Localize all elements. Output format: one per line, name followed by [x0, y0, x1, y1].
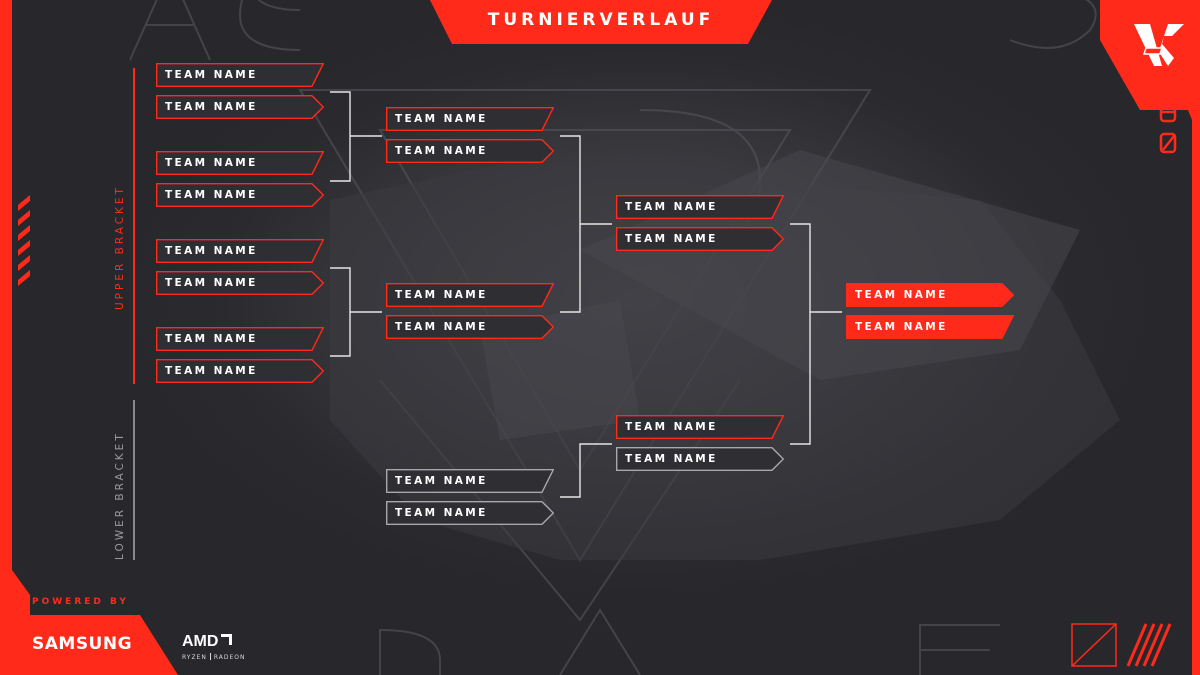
team-slot: TEAM NAME	[616, 415, 786, 439]
ryzen-text: RYZEN	[182, 654, 207, 661]
team-name: TEAM NAME	[625, 201, 718, 213]
samsung-panel	[0, 615, 178, 675]
team-slot-frame	[156, 359, 324, 383]
team-name: TEAM NAME	[395, 507, 488, 519]
team-name: TEAM NAME	[855, 321, 948, 333]
team-slot: TEAM NAME	[616, 227, 786, 251]
amd-subline: RYZEN RADEON	[182, 653, 246, 661]
team-slot: TEAM NAME	[616, 195, 786, 219]
team-slot: TEAM NAME	[386, 139, 556, 163]
slash-box-icon	[1071, 623, 1117, 667]
team-name: TEAM NAME	[395, 289, 488, 301]
team-name: TEAM NAME	[165, 333, 258, 345]
team-slot: TEAM NAME	[846, 283, 1016, 307]
team-slot-frame	[386, 469, 554, 493]
title-banner: TURNIERVERLAUF	[430, 0, 772, 46]
team-slot: TEAM NAME	[846, 315, 1016, 339]
team-slot: TEAM NAME	[156, 183, 326, 207]
team-name: TEAM NAME	[855, 289, 948, 301]
amd-arrow-icon	[221, 634, 233, 645]
team-name: TEAM NAME	[395, 113, 488, 125]
team-slot-frame	[616, 415, 784, 439]
team-name: TEAM NAME	[625, 421, 718, 433]
team-name: TEAM NAME	[165, 189, 258, 201]
lower-bracket-line	[133, 400, 135, 560]
team-slot-frame	[386, 283, 554, 307]
team-name: TEAM NAME	[625, 233, 718, 245]
team-slot: TEAM NAME	[156, 327, 326, 351]
amd-divider	[209, 653, 211, 660]
team-slot: TEAM NAME	[386, 469, 556, 493]
team-slot-frame	[386, 107, 554, 131]
team-slot: TEAM NAME	[156, 63, 326, 87]
team-slot: TEAM NAME	[156, 151, 326, 175]
team-slot: TEAM NAME	[386, 315, 556, 339]
team-slot: TEAM NAME	[156, 359, 326, 383]
page-title: TURNIERVERLAUF	[487, 10, 715, 30]
team-slot: TEAM NAME	[156, 239, 326, 263]
team-slot: TEAM NAME	[386, 283, 556, 307]
upper-bracket-line	[133, 68, 135, 384]
team-slot-frame	[386, 315, 554, 339]
team-slot-frame	[846, 283, 1014, 307]
team-slot-frame	[386, 501, 554, 525]
team-slot-frame	[156, 239, 324, 263]
team-slot-frame	[156, 63, 324, 87]
samsung-logo: SAMSUNG	[32, 634, 133, 654]
team-name: TEAM NAME	[165, 157, 258, 169]
stripes-icon	[1126, 623, 1172, 667]
team-slot-frame	[156, 327, 324, 351]
amd-text: AMD	[182, 633, 219, 650]
glyph-icon	[1159, 101, 1177, 154]
ar-logo-icon	[1134, 24, 1184, 66]
team-name: TEAM NAME	[165, 365, 258, 377]
team-slot-frame	[156, 271, 324, 295]
team-name: TEAM NAME	[165, 69, 258, 81]
team-name: TEAM NAME	[625, 453, 718, 465]
team-slot: TEAM NAME	[156, 95, 326, 119]
team-slot: TEAM NAME	[616, 447, 786, 471]
team-slot-frame	[846, 315, 1014, 339]
team-slot-frame	[156, 151, 324, 175]
team-slot: TEAM NAME	[386, 501, 556, 525]
team-name: TEAM NAME	[395, 475, 488, 487]
team-slot-frame	[156, 95, 324, 119]
left-accent-bar	[0, 0, 30, 675]
team-slot-frame	[616, 447, 784, 471]
team-slot: TEAM NAME	[156, 271, 326, 295]
powered-by-label: POWERED BY	[32, 597, 129, 607]
team-slot-frame	[386, 139, 554, 163]
team-name: TEAM NAME	[165, 245, 258, 257]
radeon-text: RADEON	[213, 654, 246, 661]
team-slot-frame	[616, 227, 784, 251]
team-name: TEAM NAME	[395, 321, 488, 333]
team-slot-frame	[616, 195, 784, 219]
amd-logo: AMD	[182, 633, 233, 651]
team-name: TEAM NAME	[165, 277, 258, 289]
right-accent-bar	[1100, 0, 1200, 675]
team-slot: TEAM NAME	[386, 107, 556, 131]
team-slot-frame	[156, 183, 324, 207]
team-name: TEAM NAME	[395, 145, 488, 157]
team-name: TEAM NAME	[165, 101, 258, 113]
